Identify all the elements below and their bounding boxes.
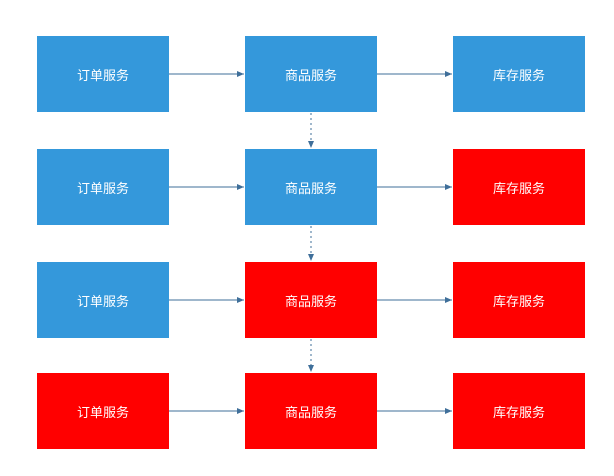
order-service-box: 订单服务 xyxy=(37,36,169,112)
order-service-box: 订单服务 xyxy=(37,149,169,225)
service-label: 库存服务 xyxy=(492,68,545,84)
service-label: 商品服务 xyxy=(284,181,337,197)
service-label: 库存服务 xyxy=(492,405,545,421)
stock-service-box: 库存服务 xyxy=(453,262,585,338)
service-label: 订单服务 xyxy=(76,181,129,197)
service-label: 商品服务 xyxy=(284,294,337,310)
service-label: 商品服务 xyxy=(284,68,337,84)
order-service-box: 订单服务 xyxy=(37,373,169,449)
order-service-box: 订单服务 xyxy=(37,262,169,338)
service-label: 库存服务 xyxy=(492,181,545,197)
product-service-box: 商品服务 xyxy=(245,262,377,338)
service-label: 订单服务 xyxy=(76,68,129,84)
stock-service-box: 库存服务 xyxy=(453,149,585,225)
service-label: 商品服务 xyxy=(284,405,337,421)
service-label: 订单服务 xyxy=(76,405,129,421)
stock-service-box: 库存服务 xyxy=(453,36,585,112)
stock-service-box: 库存服务 xyxy=(453,373,585,449)
product-service-box: 商品服务 xyxy=(245,36,377,112)
product-service-box: 商品服务 xyxy=(245,373,377,449)
product-service-box: 商品服务 xyxy=(245,149,377,225)
service-label: 库存服务 xyxy=(492,294,545,310)
service-label: 订单服务 xyxy=(76,294,129,310)
